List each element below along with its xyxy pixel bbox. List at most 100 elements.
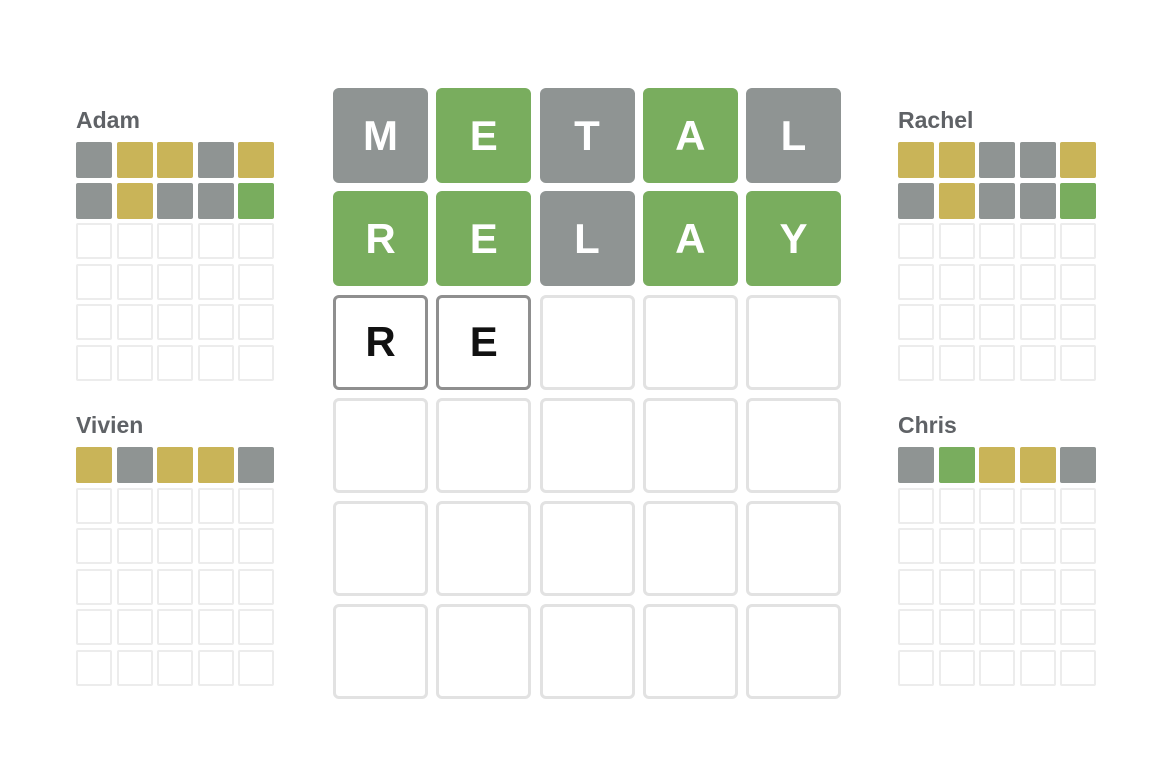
board-tile [539, 397, 635, 493]
player-name: Chris [898, 412, 957, 438]
mini-grid-cell [116, 649, 153, 686]
mini-grid-cell [1019, 182, 1056, 219]
mini-grid-cell [1019, 447, 1056, 483]
board-tile [746, 397, 841, 493]
mini-grid-cell [898, 568, 934, 605]
mini-grid-cell [197, 487, 234, 524]
mini-grid-cell [116, 223, 153, 259]
mini-grid-cell [979, 528, 1015, 564]
mini-grid-cell [938, 344, 975, 381]
mini-grid-cell [1060, 568, 1096, 605]
player-name: Rachel [898, 107, 974, 133]
mini-grid-cell [76, 568, 112, 605]
mini-grid-cell [116, 263, 153, 300]
board-tile [746, 294, 841, 390]
board-tile [436, 501, 532, 596]
mini-grid-cell [898, 447, 934, 483]
mini-grid-cell [938, 304, 975, 340]
mini-grid-cell [157, 487, 193, 524]
mini-grid-cell [979, 223, 1015, 259]
mini-grid-cell [938, 487, 975, 524]
mini-grid-cell [197, 609, 234, 645]
mini-grid-cell [157, 182, 193, 219]
mini-grid-cell [116, 568, 153, 605]
mini-grid-cell [898, 142, 934, 178]
mini-grid-cell [938, 182, 975, 219]
mini-grid-cell [1019, 609, 1056, 645]
mini-grid-cell [979, 568, 1015, 605]
board-tile [642, 501, 738, 596]
mini-grid-cell [238, 447, 274, 483]
mini-grid-cell [979, 263, 1015, 300]
mini-grid-cell [116, 528, 153, 564]
mini-grid-cell [238, 142, 274, 178]
mini-grid-cell [116, 304, 153, 340]
board-tile: R [333, 294, 428, 390]
player-name: Adam [76, 107, 140, 133]
mini-grid-cell [76, 263, 112, 300]
mini-grid-cell [76, 649, 112, 686]
mini-grid-cell [979, 142, 1015, 178]
mini-grid-cell [157, 223, 193, 259]
board-tile [642, 294, 738, 390]
mini-grid-cell [1060, 304, 1096, 340]
mini-grid-cell [238, 223, 274, 259]
player-mini-grid [76, 142, 274, 381]
mini-grid-cell [938, 568, 975, 605]
mini-grid-cell [1060, 649, 1096, 686]
mini-grid-cell [1019, 304, 1056, 340]
mini-grid-cell [1060, 182, 1096, 219]
mini-grid-cell [197, 223, 234, 259]
board-tile [436, 604, 532, 700]
mini-grid-cell [1060, 447, 1096, 483]
board-tile: E [436, 294, 532, 390]
board-tile [333, 501, 428, 596]
mini-grid-cell [1060, 344, 1096, 381]
mini-grid-cell [238, 649, 274, 686]
mini-grid-cell [1019, 344, 1056, 381]
mini-grid-cell [238, 263, 274, 300]
mini-grid-cell [76, 447, 112, 483]
mini-grid-cell [1060, 263, 1096, 300]
mini-grid-cell [938, 528, 975, 564]
mini-grid-cell [979, 609, 1015, 645]
mini-grid-cell [116, 447, 153, 483]
mini-grid-cell [197, 528, 234, 564]
mini-grid-cell [157, 649, 193, 686]
board-tile: Y [746, 191, 841, 287]
mini-grid-cell [157, 263, 193, 300]
mini-grid-cell [1019, 649, 1056, 686]
mini-grid-cell [238, 487, 274, 524]
board-tile [436, 397, 532, 493]
board-tile [746, 604, 841, 700]
mini-grid-cell [979, 649, 1015, 686]
mini-grid-cell [76, 487, 112, 524]
mini-grid-cell [157, 447, 193, 483]
mini-grid-cell [197, 344, 234, 381]
mini-grid-cell [76, 223, 112, 259]
board-tile [746, 501, 841, 596]
mini-grid-cell [1019, 142, 1056, 178]
board-tile [333, 604, 428, 700]
mini-grid-cell [1019, 487, 1056, 524]
mini-grid-cell [116, 142, 153, 178]
mini-grid-cell [76, 182, 112, 219]
mini-grid-cell [938, 609, 975, 645]
board-tile: M [333, 88, 428, 183]
mini-grid-cell [979, 182, 1015, 219]
mini-grid-cell [238, 182, 274, 219]
mini-grid-cell [76, 304, 112, 340]
mini-grid-cell [979, 304, 1015, 340]
mini-grid-cell [157, 528, 193, 564]
mini-grid-cell [1019, 528, 1056, 564]
mini-grid-cell [1060, 487, 1096, 524]
player-mini-grid [898, 447, 1096, 686]
mini-grid-cell [898, 609, 934, 645]
mini-grid-cell [238, 568, 274, 605]
board-tile [333, 397, 428, 493]
mini-grid-cell [1060, 609, 1096, 645]
mini-grid-cell [157, 142, 193, 178]
mini-grid-cell [238, 304, 274, 340]
mini-grid-cell [898, 182, 934, 219]
